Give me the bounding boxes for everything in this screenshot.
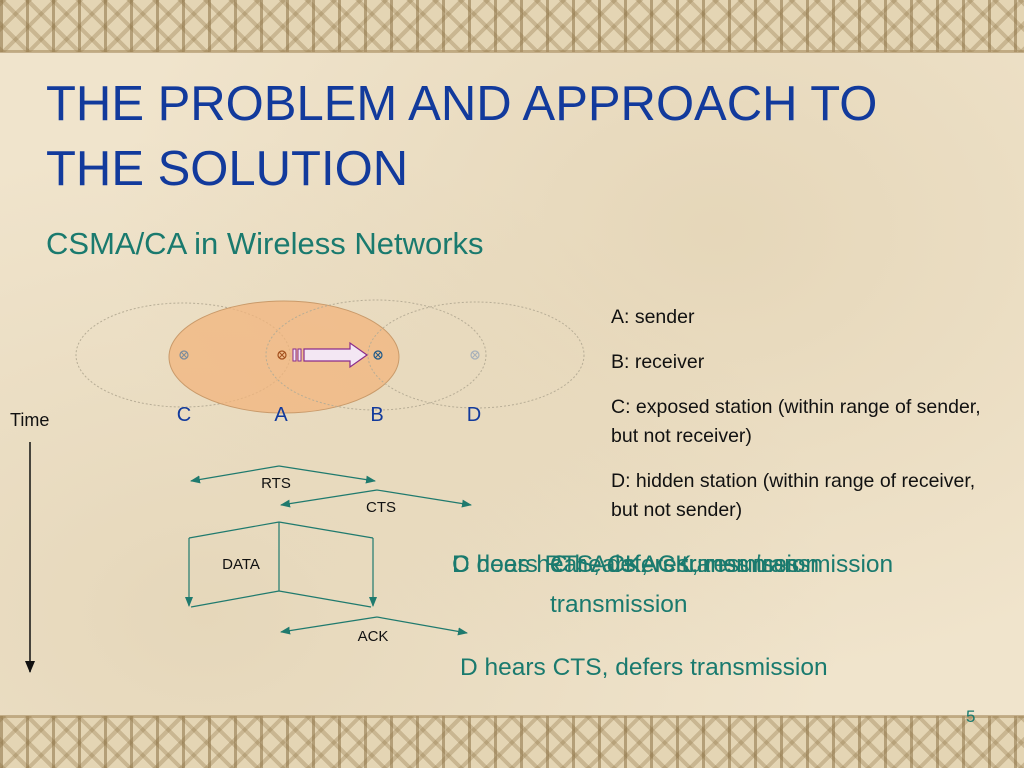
cts-arrow-to-a <box>280 489 378 508</box>
legend-item-sender: A: sender <box>611 306 695 328</box>
data-bottom-left <box>190 590 280 608</box>
rts-label: RTS <box>261 475 291 492</box>
decorative-bottom-border <box>0 716 1024 768</box>
transmission-arrow-icon <box>292 341 369 369</box>
legend-item-exposed-station: C: exposed station (within range of send… <box>611 396 981 447</box>
station-d-icon <box>470 350 480 360</box>
legend-item-receiver: B: receiver <box>611 351 705 373</box>
station-label-d: D <box>467 404 481 426</box>
page-number: 5 <box>966 707 976 726</box>
animation-text-c-resumes: C hears ACK, resumes transmission <box>550 551 800 618</box>
station-legend: A: sender B: receiver C: exposed station… <box>611 303 1001 541</box>
decorative-top-border <box>0 0 1024 52</box>
ack-arrow-to-d <box>376 616 468 636</box>
range-d <box>367 301 585 409</box>
station-c-icon <box>179 350 189 360</box>
station-label-a: A <box>274 404 288 426</box>
cts-arrow-to-d <box>376 489 472 508</box>
data-top-right <box>278 521 374 539</box>
data-bottom-right <box>278 590 372 608</box>
top-border-line <box>0 50 1024 53</box>
station-label-c: C <box>177 404 191 426</box>
slide-subtitle: CSMA/CA in Wireless Networks <box>46 226 484 261</box>
bottom-border-line <box>0 715 1024 718</box>
d-defers-text: D hears CTS, defers transmission <box>460 654 828 681</box>
rts-arrow-to-b <box>278 465 376 484</box>
data-label: DATA <box>222 556 260 573</box>
station-b-icon <box>373 350 383 360</box>
animation-text-d-resumes: D does hear ACK, resumes transmission <box>452 551 894 578</box>
rts-arrow-to-c <box>190 465 280 484</box>
station-a-icon <box>277 350 287 360</box>
station-label-b: B <box>370 404 383 426</box>
ack-arrow-to-a <box>280 616 378 635</box>
data-top-left <box>188 521 280 539</box>
slide-title: THE PROBLEM AND APPROACH TO THE SOLUTION <box>46 77 878 196</box>
ack-label: ACK <box>358 628 389 645</box>
legend-item-hidden-station: D: hidden station (within range of recei… <box>611 470 976 521</box>
range-b <box>265 299 487 411</box>
cts-label: CTS <box>366 499 396 516</box>
animation-text-c-defers: C hears RTS, defers transmission <box>452 551 820 578</box>
time-label: Time <box>10 410 49 430</box>
